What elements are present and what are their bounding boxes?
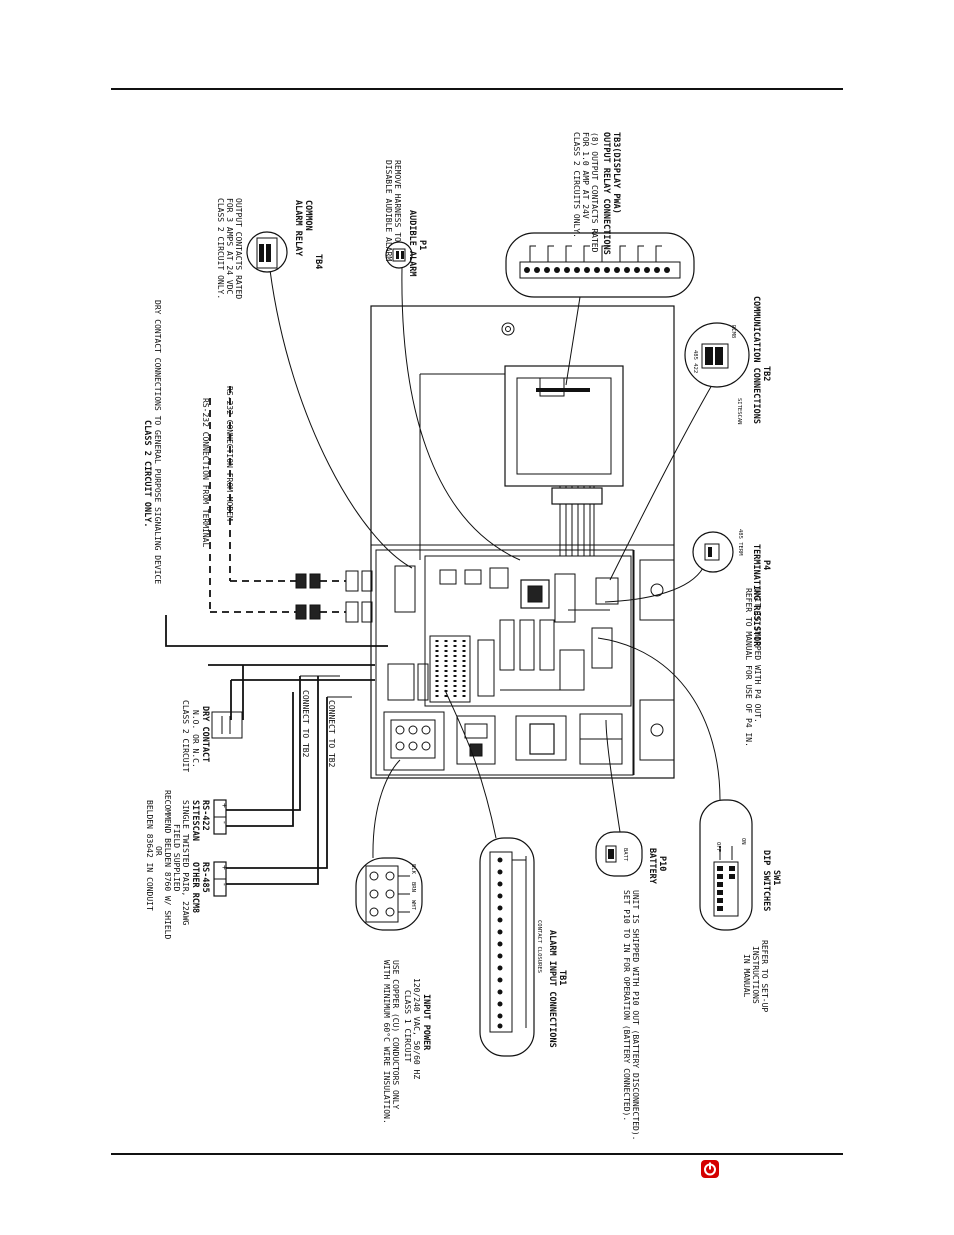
input-power-detail: BLK BRN WHT INPUT POWER 120/240 VAC, 50/… bbox=[355, 857, 431, 1124]
field-wire-line-3: RECOMMEND BELDEN 8760 W/ SHIELD bbox=[163, 790, 172, 939]
sw1-off-label: OFF bbox=[715, 842, 721, 852]
p4-note-1: UNIT IS SHIPPED WITH P4 OUT. bbox=[753, 588, 762, 723]
p10-title: P10 bbox=[657, 856, 667, 871]
rs422-minus: - bbox=[220, 820, 229, 825]
tb1-subtitle: ALARM INPUT CONNECTIONS bbox=[547, 930, 557, 1048]
tb4-note-2: FOR 3 AMPS AT 24 VDC bbox=[225, 198, 234, 295]
field-wire-line-1: SINGLE TWISTED PAIR, 22AWG bbox=[181, 800, 190, 925]
dry-contact-label: DRY CONTACT bbox=[200, 706, 210, 762]
p4-title: P4 bbox=[761, 560, 771, 570]
tb4-detail: TB4 COMMON ALARM RELAY OUTPUT CONTACTS R… bbox=[216, 198, 323, 299]
rs485-minus: - bbox=[220, 882, 229, 887]
footer-rule bbox=[111, 1153, 843, 1155]
sw1-note-1: REFER TO SET-UP bbox=[760, 940, 769, 1012]
tb4-note-1: OUTPUT CONTACTS RATED bbox=[234, 198, 243, 299]
p1-note-2: DISABLE AUDIBLE ALARM bbox=[384, 160, 393, 261]
power-note-1: USE COPPER (CU) CONDUCTORS ONLY bbox=[391, 960, 400, 1109]
callout-lines bbox=[165, 267, 721, 885]
tb3-note-2: FOR 1.0 AMP AT 24V bbox=[581, 132, 590, 219]
tb3-note-1: (8) OUTPUT CONTACTS RATED bbox=[590, 132, 599, 253]
rs232-labels: RS-232 CONNECTION FROM MODEM RS-232 CONN… bbox=[142, 300, 234, 584]
connect-to-tb2-upper: CONNECT TO TB2 bbox=[327, 700, 336, 768]
power-spec: 120/240 VAC, 50/60 HZ bbox=[412, 978, 421, 1079]
rs232-terminal-label: RS-232 CONNECTION FROM TERMINAL bbox=[201, 398, 210, 547]
power-class: CLASS 1 CIRCUIT bbox=[403, 990, 412, 1062]
p1-note-1: REMOVE HARNESS TO bbox=[393, 160, 402, 242]
rs422-plus: + bbox=[220, 803, 229, 808]
rs422-sitescan: SITESCAN bbox=[190, 800, 200, 841]
sw1-note-3: IN MANUAL bbox=[742, 954, 751, 998]
tb2-pin-labels: 485 422 bbox=[692, 350, 698, 373]
p10-subtitle: BATTERY bbox=[647, 848, 657, 885]
sw1-detail: ON OFF SW1 DIP SWITCHES REFER TO SET-UP … bbox=[699, 799, 781, 1012]
field-wiring-labels: CONNECT TO TB2 CONNECT TO TB2 DRY CONTAC… bbox=[145, 690, 336, 939]
p4-pin-label: 485 TERM bbox=[737, 529, 743, 556]
p4-subtitle: TERMINATING RESISTOR bbox=[751, 544, 761, 647]
sw1-note-2: INSTRUCTIONS bbox=[751, 946, 760, 1004]
tb1-note: CONTACT CLOSURES bbox=[536, 920, 542, 973]
tb2-rcm8-label: RCM8 bbox=[730, 325, 736, 338]
tb2-detail: TB2 COMMUNICATION CONNECTIONS RCM8 SITES… bbox=[684, 296, 771, 425]
p4-detail: P4 TERMINATING RESISTOR 485 TERM UNIT IS… bbox=[692, 529, 771, 747]
rs422-label: RS-422 bbox=[200, 800, 210, 831]
power-title: INPUT POWER bbox=[421, 994, 431, 1051]
tb1-title: TB1 bbox=[557, 970, 567, 985]
p4-note-2: REFER TO MANUAL FOR USE OF P4 IN. bbox=[744, 588, 753, 747]
p1-subtitle: AUDIBLE ALARM bbox=[407, 210, 417, 277]
sw1-title: SW1 bbox=[771, 870, 781, 885]
connect-to-tb2-lower: CONNECT TO TB2 bbox=[301, 690, 310, 758]
rs485-other-rcm8: OTHER RCM8 bbox=[190, 862, 200, 913]
header-rule bbox=[111, 88, 843, 90]
p1-detail: P1 AUDIBLE ALARM REMOVE HARNESS TO DISAB… bbox=[384, 160, 427, 277]
rs485-plus: + bbox=[220, 865, 229, 870]
tb2-subtitle: COMMUNICATION CONNECTIONS bbox=[751, 296, 761, 424]
p10-note-1: UNIT IS SHIPPED WITH P10 OUT (BATTERY DI… bbox=[631, 890, 640, 1140]
field-wire-line-5: BELDEN 83642 IN CONDUIT bbox=[145, 800, 154, 911]
enclosure bbox=[370, 305, 675, 779]
tb4-title: TB4 bbox=[313, 254, 323, 269]
wire-brn: BRN bbox=[410, 882, 416, 892]
dry-contact-class: CLASS 2 CIRCUIT bbox=[181, 700, 190, 772]
rs485-label: RS-485 bbox=[200, 862, 210, 893]
tb4-subtitle-2: ALARM RELAY bbox=[293, 200, 303, 257]
tb3-detail: TB3(DISPLAY PWA) OUTPUT RELAY CONNECTION… bbox=[505, 132, 695, 298]
p1-title: P1 bbox=[417, 240, 427, 250]
tb1-detail: TB1 ALARM INPUT CONNECTIONS CONTACT CLOS… bbox=[479, 837, 567, 1057]
field-wire-line-2: FIELD SUPPLIED bbox=[172, 824, 181, 892]
tb3-subtitle: OUTPUT RELAY CONNECTIONS bbox=[601, 132, 611, 255]
sw1-on-label: ON bbox=[740, 838, 746, 845]
wire-blk: BLK bbox=[410, 864, 416, 875]
tb4-subtitle-1: COMMON bbox=[303, 200, 313, 231]
wire-wht: WHT bbox=[410, 900, 416, 911]
sw1-subtitle: DIP SWITCHES bbox=[761, 850, 771, 911]
dry-contact-type: N.O. OR N.C. bbox=[191, 710, 200, 768]
p10-batt-label: BATT bbox=[622, 848, 628, 862]
p10-detail: BATT P10 BATTERY UNIT IS SHIPPED WITH P1… bbox=[595, 831, 667, 1140]
dry-contact-note-2: CLASS 2 CIRCUIT ONLY. bbox=[142, 420, 152, 527]
dry-contact-note-1: DRY CONTACT CONNECTIONS TO GENERAL PURPO… bbox=[153, 300, 162, 584]
main-circuit-board bbox=[383, 555, 632, 771]
rs232-connectors bbox=[209, 386, 373, 623]
tb3-note-3: CLASS 2 CIRCUITS ONLY. bbox=[572, 132, 581, 238]
liebert-logo-icon bbox=[701, 1160, 719, 1178]
p10-note-2: SET P10 TO IN FOR OPERATION (BATTERY CON… bbox=[622, 890, 631, 1121]
rs232-modem-label: RS-232 CONNECTION FROM MODEM bbox=[225, 386, 234, 521]
tb2-title: TB2 bbox=[761, 366, 771, 381]
field-wire-line-4: OR bbox=[154, 846, 163, 856]
power-note-2: WITH MINIMUM 60°C WIRE INSULATION. bbox=[382, 960, 391, 1124]
tb3-title: TB3(DISPLAY PWA) bbox=[611, 132, 621, 214]
tb4-note-3: CLASS 2 CIRCUIT ONLY. bbox=[216, 198, 225, 299]
tb2-sitescan-label: SITESCAN bbox=[736, 398, 742, 425]
